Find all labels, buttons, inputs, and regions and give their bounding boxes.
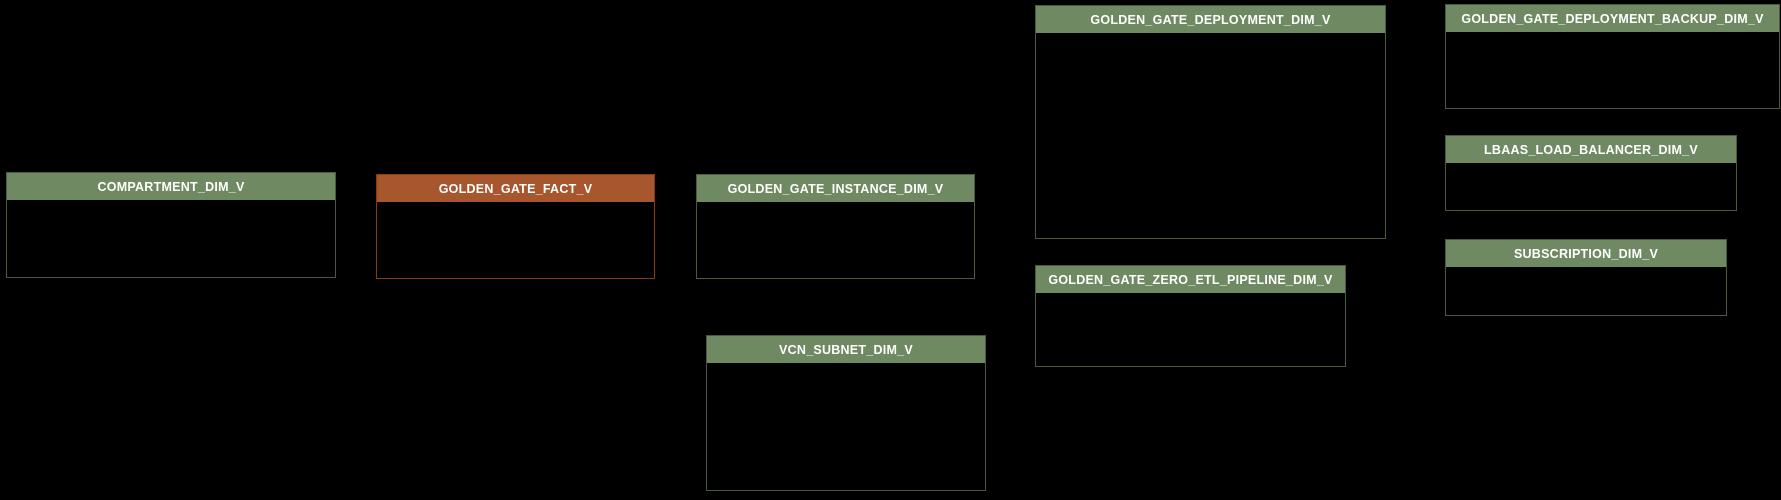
entity-title: GOLDEN_GATE_ZERO_ETL_PIPELINE_DIM_V [1048, 272, 1333, 287]
entity-title: SUBSCRIPTION_DIM_V [1513, 246, 1659, 261]
entity-golden-gate-deployment-backup-dim-v[interactable]: GOLDEN_GATE_DEPLOYMENT_BACKUP_DIM_V [1445, 4, 1780, 109]
entity-title: LBAAS_LOAD_BALANCER_DIM_V [1484, 142, 1698, 157]
entity-header[interactable]: SUBSCRIPTION_DIM_V [1446, 240, 1726, 267]
entity-vcn-subnet-dim-v[interactable]: VCN_SUBNET_DIM_V [706, 335, 986, 491]
entity-header[interactable]: LBAAS_LOAD_BALANCER_DIM_V [1446, 136, 1736, 163]
entity-header[interactable]: GOLDEN_GATE_FACT_V [377, 175, 654, 202]
entity-golden-gate-fact-v[interactable]: GOLDEN_GATE_FACT_V [376, 174, 655, 279]
entity-subscription-dim-v[interactable]: SUBSCRIPTION_DIM_V [1445, 239, 1727, 316]
entity-header[interactable]: COMPARTMENT_DIM_V [7, 173, 335, 200]
entity-golden-gate-instance-dim-v[interactable]: GOLDEN_GATE_INSTANCE_DIM_V [696, 174, 975, 279]
entity-title: GOLDEN_GATE_DEPLOYMENT_BACKUP_DIM_V [1461, 11, 1764, 26]
entity-body [1036, 33, 1385, 238]
entity-header[interactable]: GOLDEN_GATE_INSTANCE_DIM_V [697, 175, 974, 202]
entity-title: COMPARTMENT_DIM_V [97, 179, 245, 194]
entity-header[interactable]: VCN_SUBNET_DIM_V [707, 336, 985, 363]
entity-body [1446, 32, 1779, 108]
entity-body [707, 363, 985, 490]
entity-body [7, 200, 335, 277]
entity-compartment-dim-v[interactable]: COMPARTMENT_DIM_V [6, 172, 336, 278]
entity-title: GOLDEN_GATE_FACT_V [438, 181, 593, 196]
entity-body [697, 202, 974, 278]
entity-golden-gate-zero-etl-pipeline-dim-v[interactable]: GOLDEN_GATE_ZERO_ETL_PIPELINE_DIM_V [1035, 265, 1346, 367]
entity-header[interactable]: GOLDEN_GATE_DEPLOYMENT_BACKUP_DIM_V [1446, 5, 1779, 32]
entity-body [1446, 267, 1726, 315]
entity-title: VCN_SUBNET_DIM_V [779, 342, 913, 357]
entity-body [377, 202, 654, 278]
entity-title: GOLDEN_GATE_DEPLOYMENT_DIM_V [1090, 12, 1331, 27]
entity-golden-gate-deployment-dim-v[interactable]: GOLDEN_GATE_DEPLOYMENT_DIM_V [1035, 5, 1386, 239]
entity-body [1446, 163, 1736, 210]
entity-header[interactable]: GOLDEN_GATE_DEPLOYMENT_DIM_V [1036, 6, 1385, 33]
entity-body [1036, 293, 1345, 366]
entity-header[interactable]: GOLDEN_GATE_ZERO_ETL_PIPELINE_DIM_V [1036, 266, 1345, 293]
entity-title: GOLDEN_GATE_INSTANCE_DIM_V [727, 181, 944, 196]
entity-lbaas-load-balancer-dim-v[interactable]: LBAAS_LOAD_BALANCER_DIM_V [1445, 135, 1737, 211]
